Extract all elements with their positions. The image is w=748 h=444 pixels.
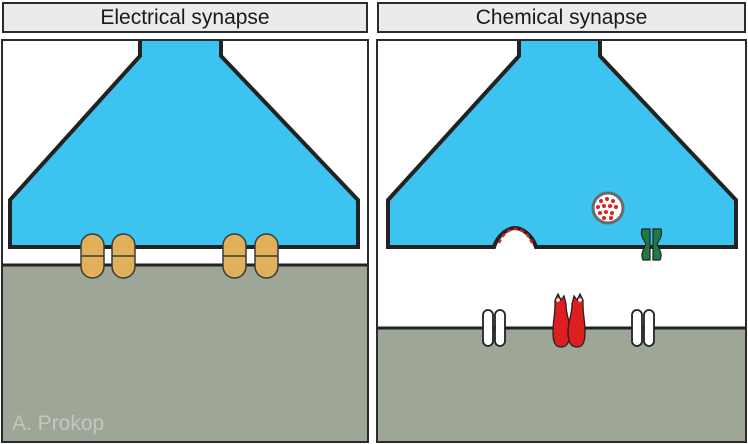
postsynaptic-channel-right [631, 309, 655, 347]
electrical-panel-frame [1, 39, 369, 443]
chemical-terminal-neck [521, 40, 598, 44]
chemical-panel-frame [376, 39, 747, 443]
gap-junction-channel-2 [111, 233, 136, 279]
electrical-postsynaptic-cell [2, 265, 368, 442]
gap-junction-channel-3 [222, 233, 247, 279]
postsynaptic-channel-left [482, 309, 506, 347]
synaptic-vesicle [591, 191, 625, 225]
electrical-synapse-panel [1, 39, 369, 443]
chemical-synapse-title: Chemical synapse [377, 2, 746, 33]
author-credit: A. Prokop [12, 412, 105, 435]
presynaptic-transporter [640, 228, 663, 261]
chemical-synapse-panel [376, 39, 747, 443]
fusing-vesicle [497, 227, 534, 244]
electrical-terminal-neck [142, 40, 219, 44]
electrical-synapse-title: Electrical synapse [2, 2, 368, 33]
gap-junction-channel-4 [254, 233, 279, 279]
electrical-synapse-title-text: Electrical synapse [100, 5, 270, 29]
electrical-presynaptic-terminal [8, 39, 360, 249]
chemical-synapse-title-text: Chemical synapse [475, 5, 648, 29]
neurotransmitter-receptor [552, 292, 586, 348]
gap-junction-channel-1 [80, 233, 105, 279]
